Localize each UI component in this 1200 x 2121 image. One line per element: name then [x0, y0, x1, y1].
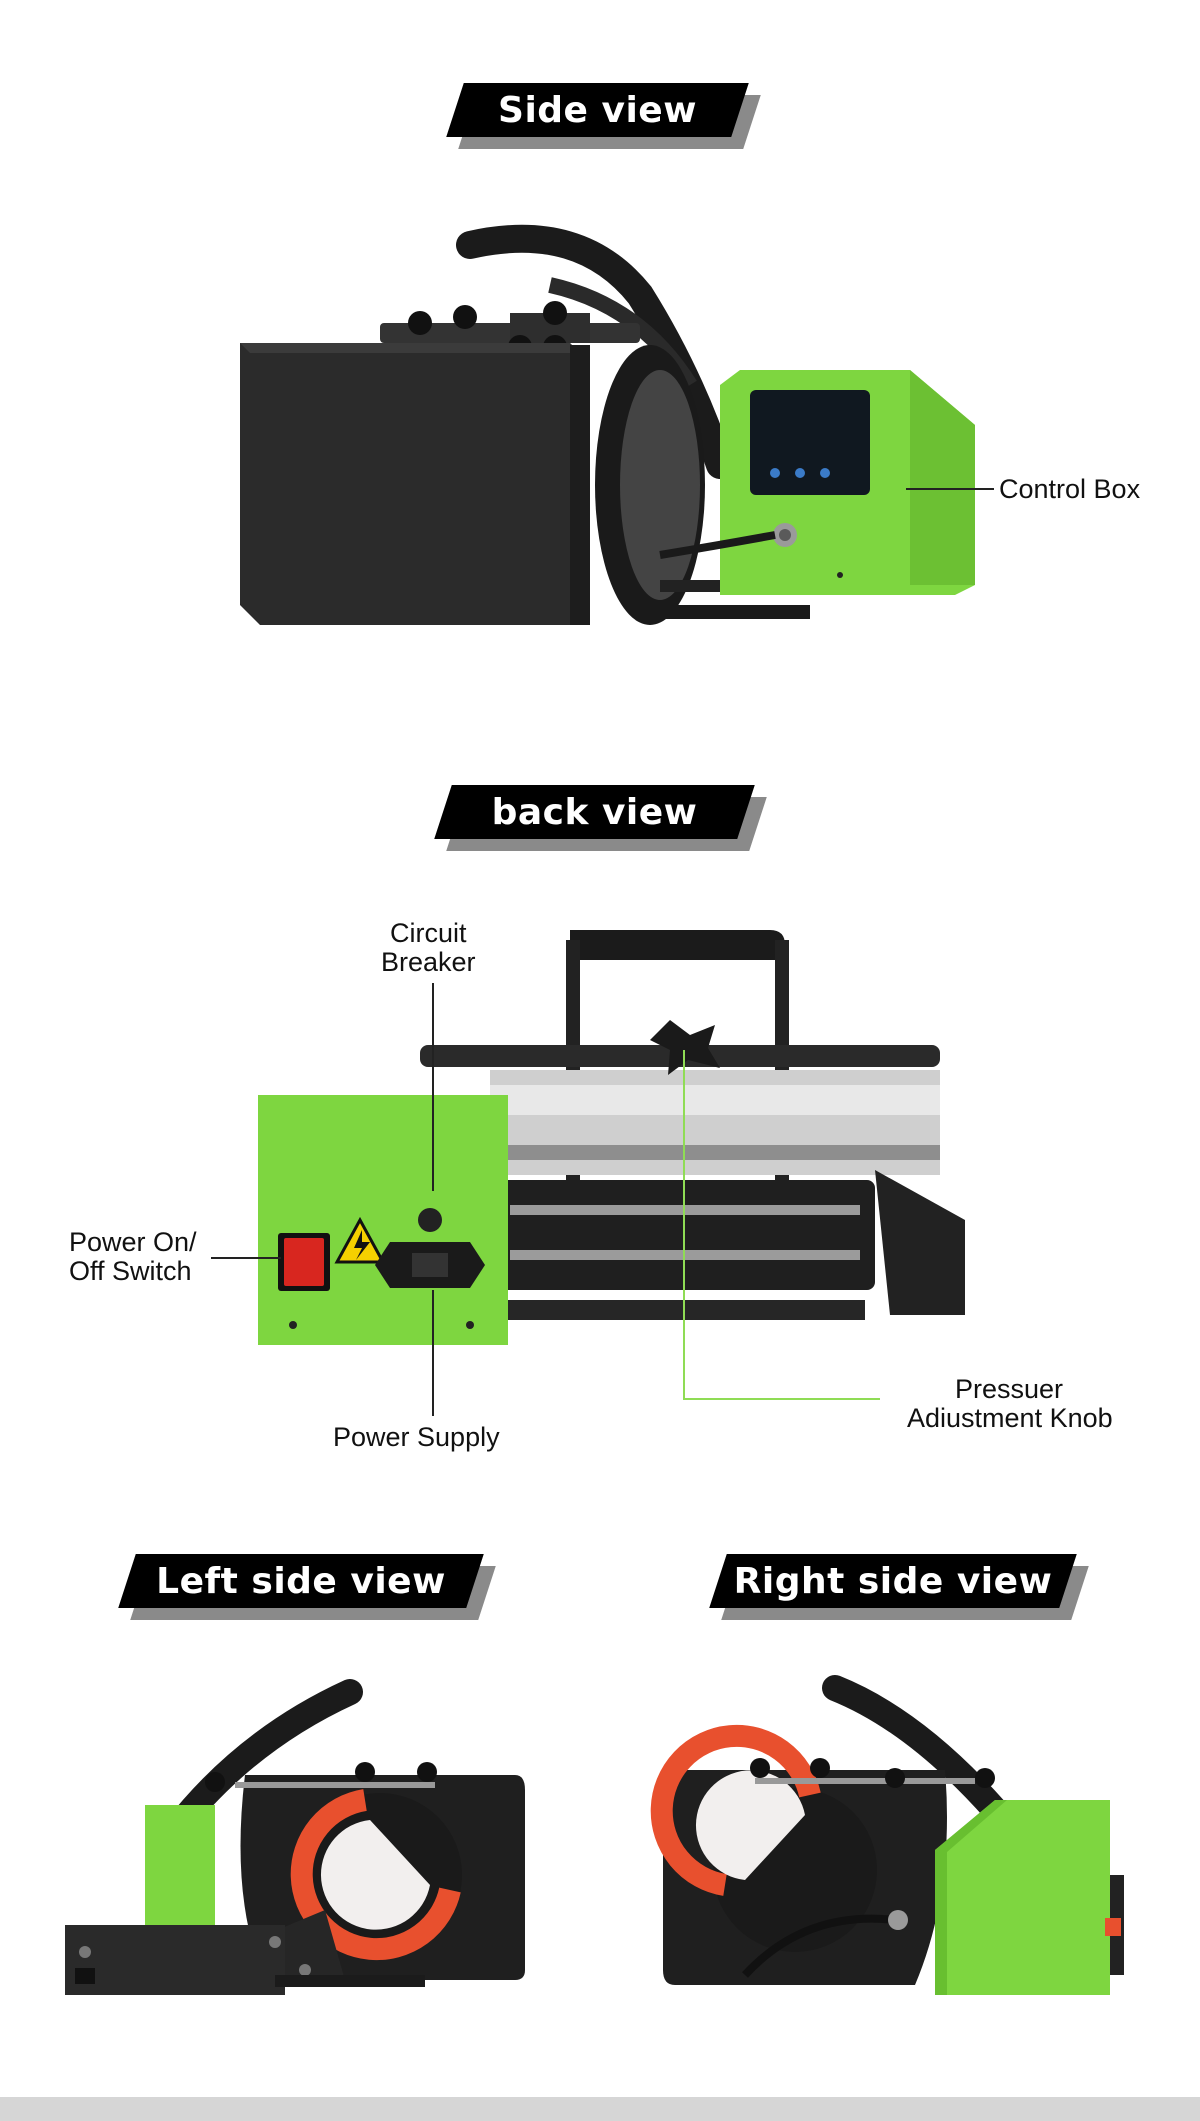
right-side-view-title: Right side view — [733, 1560, 1053, 1602]
power-switch-pointer-line — [211, 1257, 281, 1259]
left-side-view-title: Left side view — [156, 1560, 446, 1602]
control-box-pointer-line — [906, 488, 994, 490]
power-switch-label-line2: Off Switch — [69, 1256, 192, 1286]
knob-label-line1: Pressuer — [955, 1374, 1064, 1404]
side-view-title: Side view — [498, 89, 697, 131]
circuit-breaker-label-line2: Breaker — [381, 947, 476, 977]
right-side-machine-image — [650, 1675, 1124, 1995]
knob-pointer-vertical-line — [683, 1050, 685, 1399]
side-view-banner: Side view — [446, 83, 761, 149]
control-box-label: Control Box — [999, 474, 1141, 504]
circuit-breaker-pointer-line — [432, 983, 434, 1191]
right-side-view-banner: Right side view — [709, 1554, 1089, 1620]
back-view-banner: back view — [434, 785, 767, 851]
side-view-machine-image — [240, 224, 975, 625]
power-supply-pointer-line — [432, 1290, 434, 1416]
footer-bar — [0, 2097, 1200, 2121]
left-side-view-banner: Left side view — [118, 1554, 496, 1620]
power-switch-label-line1: Power On/ — [69, 1227, 197, 1257]
back-view-title: back view — [491, 791, 698, 833]
back-view-machine-image — [258, 930, 965, 1345]
power-supply-label: Power Supply — [333, 1422, 500, 1452]
knob-pointer-horizontal-line — [683, 1398, 880, 1400]
circuit-breaker-label-line1: Circuit — [390, 918, 467, 948]
left-side-machine-image — [65, 1679, 525, 1995]
knob-label-line2: Adiustment Knob — [907, 1403, 1113, 1433]
